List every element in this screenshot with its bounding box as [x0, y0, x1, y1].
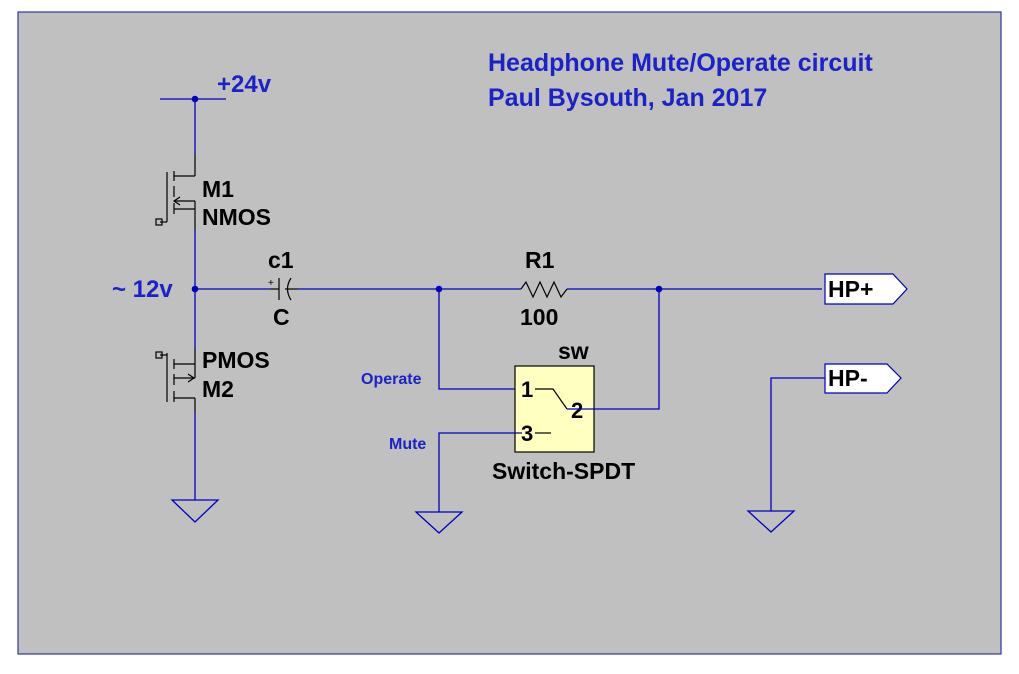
port-hp-plus	[824, 273, 908, 305]
capacitor-c1	[270, 277, 298, 301]
transistor-m2-pmos	[155, 348, 196, 412]
operate-wire	[438, 289, 522, 390]
c1-value: C	[273, 304, 290, 330]
switch-pin-2: 2	[571, 398, 583, 423]
switch-pin2-wire	[567, 289, 660, 410]
schematic-sheet	[17, 11, 1002, 655]
m2-type: PMOS	[202, 347, 270, 373]
net-label-24v: +24v	[217, 71, 272, 98]
port-hp-minus	[746, 363, 902, 533]
title-line-2: Paul Bysouth, Jan 2017	[488, 84, 767, 112]
resistor-r1	[520, 280, 568, 299]
switch-name: sw	[558, 338, 589, 364]
supply-rail	[160, 95, 226, 154]
r1-name: R1	[525, 247, 555, 273]
ground-symbol-left	[170, 412, 220, 523]
c1-name: c1	[268, 247, 294, 273]
switch-pin-1: 1	[521, 377, 533, 402]
c1-polarity-mark: +	[268, 278, 274, 289]
net-label-12v: ~ 12v	[112, 276, 173, 303]
port-hp-plus-label: HP+	[828, 276, 873, 302]
switch-type: Switch-SPDT	[492, 458, 635, 484]
transistor-m1-nmos	[155, 154, 196, 230]
port-label-mute: Mute	[389, 436, 426, 453]
title-line-1: Headphone Mute/Operate circuit	[488, 49, 873, 77]
r1-value: 100	[520, 304, 558, 330]
m2-name: M2	[202, 376, 234, 402]
switch-pin-3: 3	[521, 421, 533, 446]
mute-wire	[414, 432, 522, 534]
port-hp-minus-label: HP-	[828, 365, 868, 391]
port-label-operate: Operate	[361, 371, 422, 388]
m1-name: M1	[202, 176, 234, 202]
m1-type: NMOS	[202, 204, 271, 230]
